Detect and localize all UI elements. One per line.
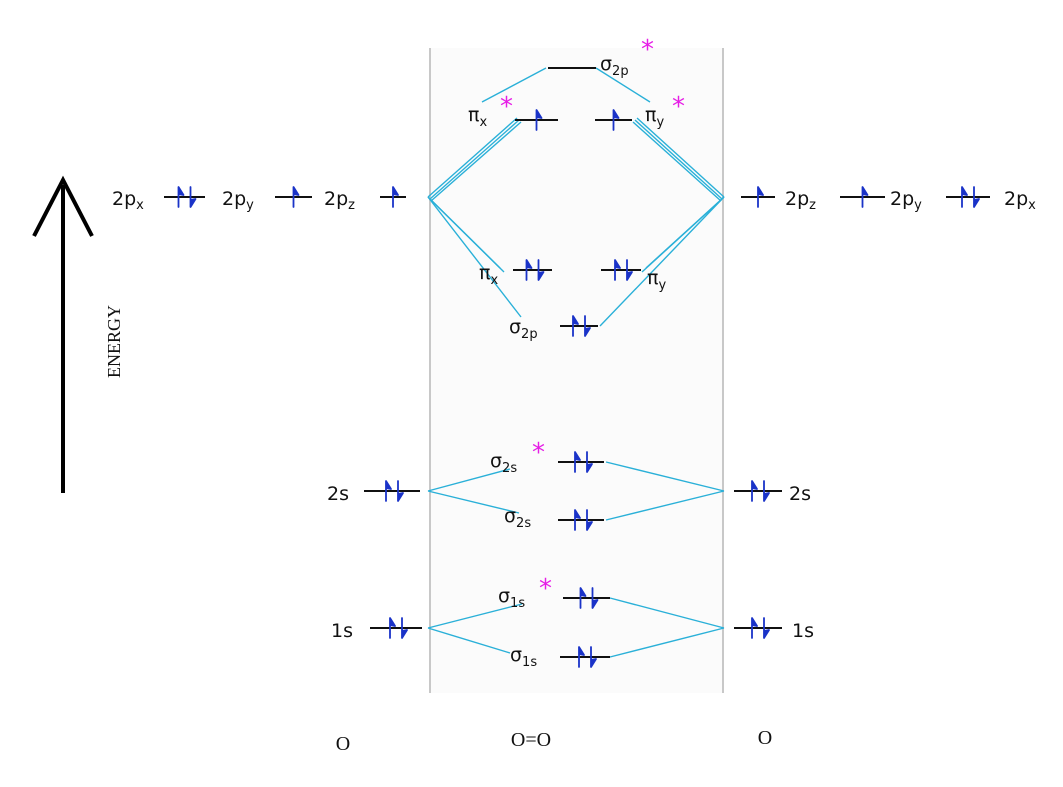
mo-label-piy: πy	[647, 267, 666, 293]
connector-line	[427, 627, 511, 654]
left-ao-level-1s	[370, 617, 422, 639]
energy-levels	[164, 67, 990, 668]
right-ao-level-2s	[734, 480, 782, 502]
connector-line	[429, 198, 505, 273]
right-ao-level-2px	[946, 186, 990, 208]
connector-line	[632, 121, 722, 202]
mo-level-pix	[513, 259, 552, 281]
connector-line	[430, 121, 522, 202]
connector-line	[427, 196, 522, 318]
mo-label-sigma2s_star: σ2s	[490, 450, 517, 476]
left-ao-label: 2px	[112, 188, 144, 213]
connector-line	[636, 117, 725, 198]
connector-line	[609, 597, 725, 629]
energy-arrow-head	[32, 175, 94, 237]
left-ao-level-2pz	[380, 186, 406, 208]
mo-level-sigma1s	[560, 646, 610, 668]
mo-label-piy_star: πy	[645, 104, 664, 130]
connector-line	[427, 468, 511, 492]
right-ao-level-1s	[734, 617, 782, 639]
right-ao-level-2pz	[741, 186, 775, 208]
left-ao-level-2s	[364, 480, 420, 502]
connector-line	[427, 490, 520, 514]
mo-label-sigma1s_star: σ1s	[498, 585, 525, 611]
connector-line	[429, 119, 520, 200]
left-ao-label: 2pz	[324, 188, 355, 213]
mo-level-piy	[601, 259, 641, 281]
left-ao-label: 2s	[327, 483, 349, 505]
connector-line	[599, 196, 725, 327]
mo-level-sigma1s_star	[563, 587, 610, 609]
mo-label-sigma2s: σ2s	[504, 505, 531, 531]
right-ao-label: 2py	[890, 188, 922, 213]
left-ao-level-2px	[164, 186, 205, 208]
connector-line	[427, 603, 523, 629]
connector-line	[481, 67, 547, 103]
right-ao-label: 2s	[789, 483, 811, 505]
antibonding-star-icon: *	[500, 92, 513, 122]
mo-label-pix_star: πx	[468, 104, 487, 130]
mo-label-sigma1s: σ1s	[510, 644, 537, 670]
antibonding-star-icon: *	[641, 35, 654, 65]
mo-level-piy_star	[595, 109, 632, 131]
connector-line	[595, 67, 651, 103]
mo-label-sigma2p: σ2p	[509, 316, 538, 342]
connector-line	[427, 117, 518, 198]
connector-lines	[427, 67, 725, 658]
antibonding-star-icon: *	[672, 92, 685, 122]
orbital-labels: 2px 2py 2pz 2s 1s 2pz 2py 2px 2s 1s σ2p * πx * πy * πx πy…	[112, 35, 1036, 670]
energy-axis: ENERGY	[32, 175, 124, 493]
right-ao-label: 1s	[792, 620, 814, 642]
mo-label-pix: πx	[479, 262, 498, 288]
right-ao-level-2py	[840, 186, 885, 208]
right-ao-label: 2px	[1004, 188, 1036, 213]
mo-level-sigma2p	[560, 315, 598, 337]
connector-line	[605, 461, 725, 492]
left-ao-label: 1s	[331, 620, 353, 642]
energy-label: ENERGY	[104, 305, 124, 378]
right-ao-label: 2pz	[785, 188, 816, 213]
molecule-band	[430, 48, 723, 693]
molecule-label: O=O	[511, 729, 551, 751]
connector-line	[641, 198, 723, 273]
mo-level-pix_star	[515, 109, 558, 131]
mo-level-sigma2s_star	[558, 451, 604, 473]
connector-line	[609, 627, 725, 658]
left-atom-label: O	[336, 733, 350, 755]
right-atom-label: O	[758, 727, 772, 749]
mo-label-sigma2p_star: σ2p	[600, 53, 629, 79]
mo-level-sigma2s	[558, 509, 604, 531]
antibonding-star-icon: *	[539, 574, 552, 604]
left-ao-label: 2py	[222, 188, 254, 213]
antibonding-star-icon: *	[532, 438, 545, 468]
connector-line	[634, 119, 723, 200]
left-ao-level-2py	[275, 186, 312, 208]
connector-line	[605, 490, 725, 521]
